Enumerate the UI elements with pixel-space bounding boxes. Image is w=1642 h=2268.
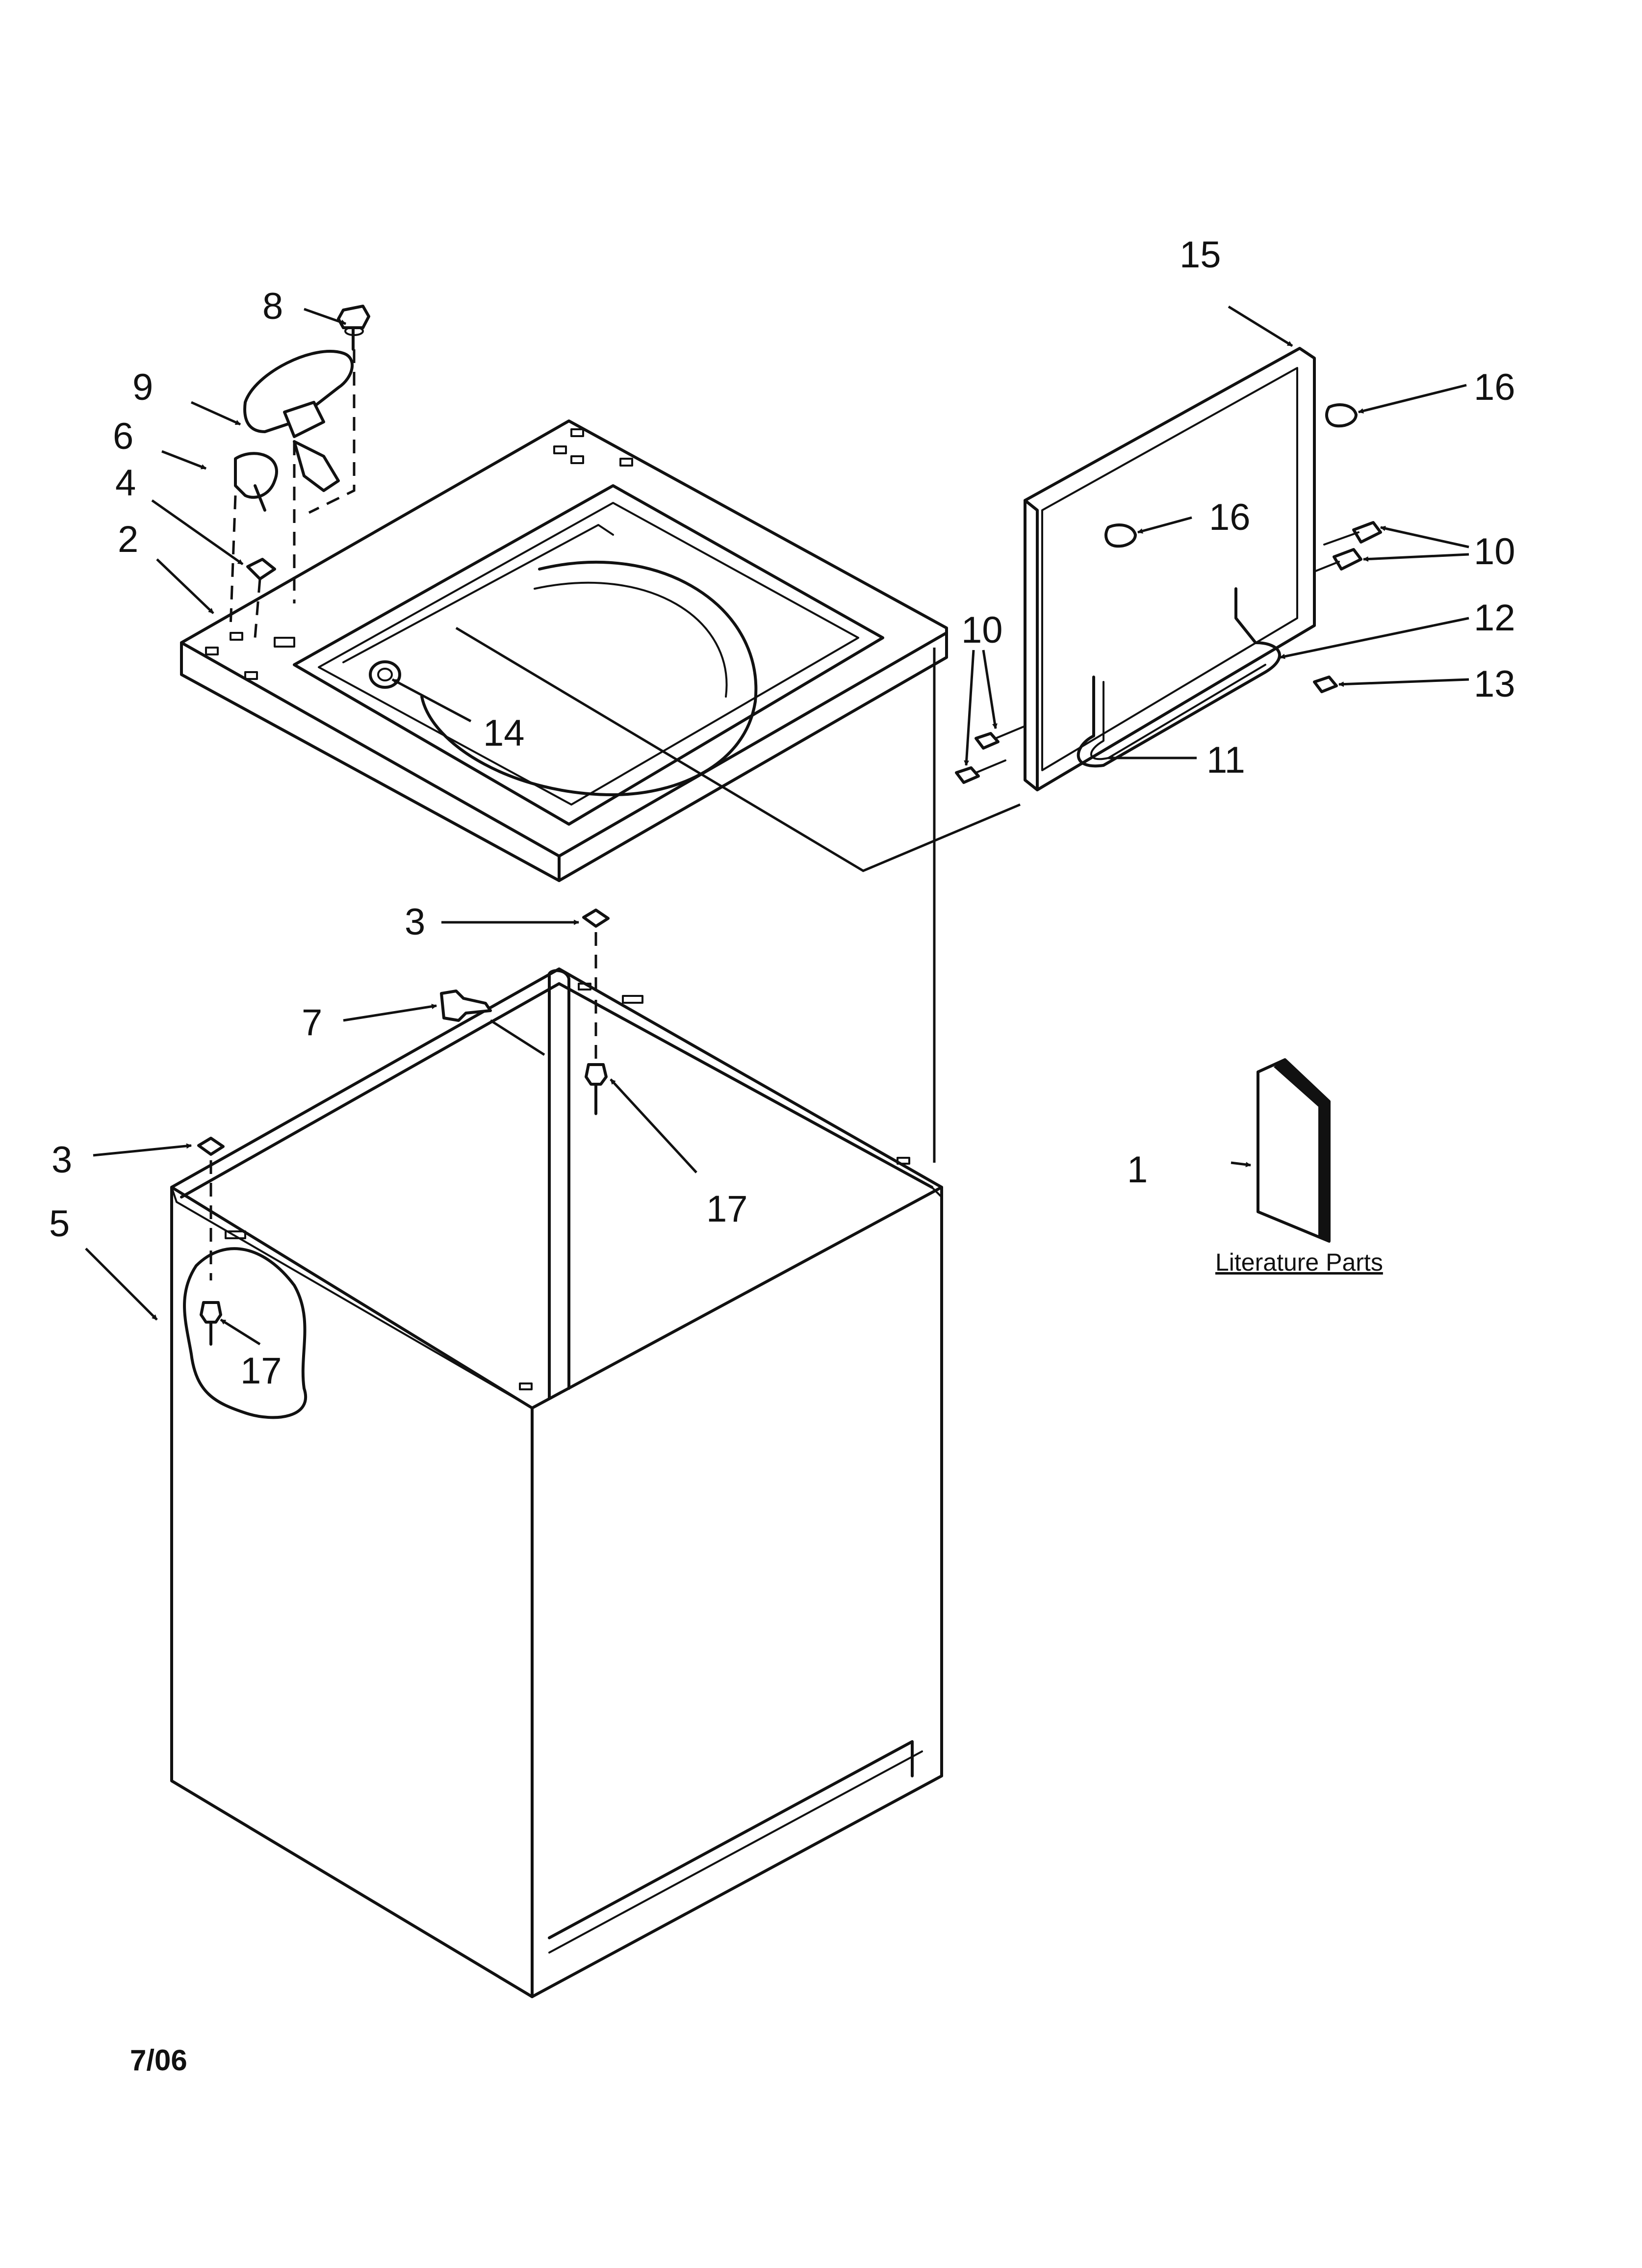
callout-6: 6	[113, 416, 133, 457]
lid	[1024, 347, 1316, 791]
callout-2: 2	[118, 519, 138, 560]
clip-part-4	[246, 558, 276, 580]
callout-4: 4	[115, 462, 136, 504]
callout-3-upper: 3	[405, 901, 425, 943]
screw-part-10-left-a	[975, 725, 1026, 750]
callout-13: 13	[1474, 663, 1515, 705]
callout-12: 12	[1474, 597, 1515, 639]
dashed-line-4	[254, 578, 261, 638]
date-code: 7/06	[130, 2044, 187, 2077]
callout-7: 7	[302, 1002, 322, 1043]
clip-part-6	[234, 452, 278, 512]
callout-labels: 1 2 3 3 4 5 6 7 8 9 10 10 11 12 13 14 15…	[49, 234, 1515, 2077]
callout-14: 14	[483, 712, 525, 754]
callout-17-upper: 17	[706, 1188, 748, 1230]
callout-16-upper: 16	[1474, 366, 1515, 408]
literature-parts-caption: Literature Parts	[1215, 1249, 1383, 1276]
callout-1: 1	[1127, 1149, 1148, 1191]
callout-16-lower: 16	[1209, 496, 1251, 538]
callout-10-right: 10	[1474, 531, 1515, 573]
top-panel	[180, 419, 948, 882]
lid-hinge	[1077, 587, 1281, 768]
callout-17-lower: 17	[240, 1350, 282, 1392]
cabinet	[170, 967, 943, 1998]
screw-part-17-upper	[585, 1063, 608, 1115]
callout-15: 15	[1180, 234, 1221, 276]
clip-part-3-lower	[197, 1137, 225, 1156]
screw-part-10-left-b	[955, 759, 1006, 784]
leader-arrows	[85, 305, 1469, 1346]
literature-book	[1257, 1058, 1331, 1243]
screw-part-10-right-a	[1323, 521, 1382, 546]
connector-lines	[455, 626, 1021, 1163]
screw-part-8	[337, 305, 370, 351]
lid-switch-part-9	[243, 350, 354, 492]
callout-10-left: 10	[961, 609, 1003, 651]
dashed-line-8	[308, 349, 356, 514]
callout-3-lower: 3	[51, 1139, 72, 1181]
callout-11: 11	[1206, 739, 1245, 781]
callout-8: 8	[262, 286, 283, 327]
callout-9: 9	[132, 366, 153, 408]
hole-plug-part-14	[369, 660, 401, 689]
clip-part-3-upper	[582, 909, 610, 928]
screw-part-17-lower	[200, 1301, 222, 1346]
bumper-part-16-upper	[1325, 403, 1358, 428]
lid-hinge-inner	[1090, 664, 1266, 760]
dashed-line-6	[229, 495, 237, 628]
screw-part-10-right-b	[1313, 548, 1362, 573]
screw-part-7	[440, 990, 492, 1022]
callout-5: 5	[49, 1203, 70, 1245]
screw-part-13	[1313, 676, 1338, 693]
bumper-part-16-lower	[1104, 523, 1137, 548]
